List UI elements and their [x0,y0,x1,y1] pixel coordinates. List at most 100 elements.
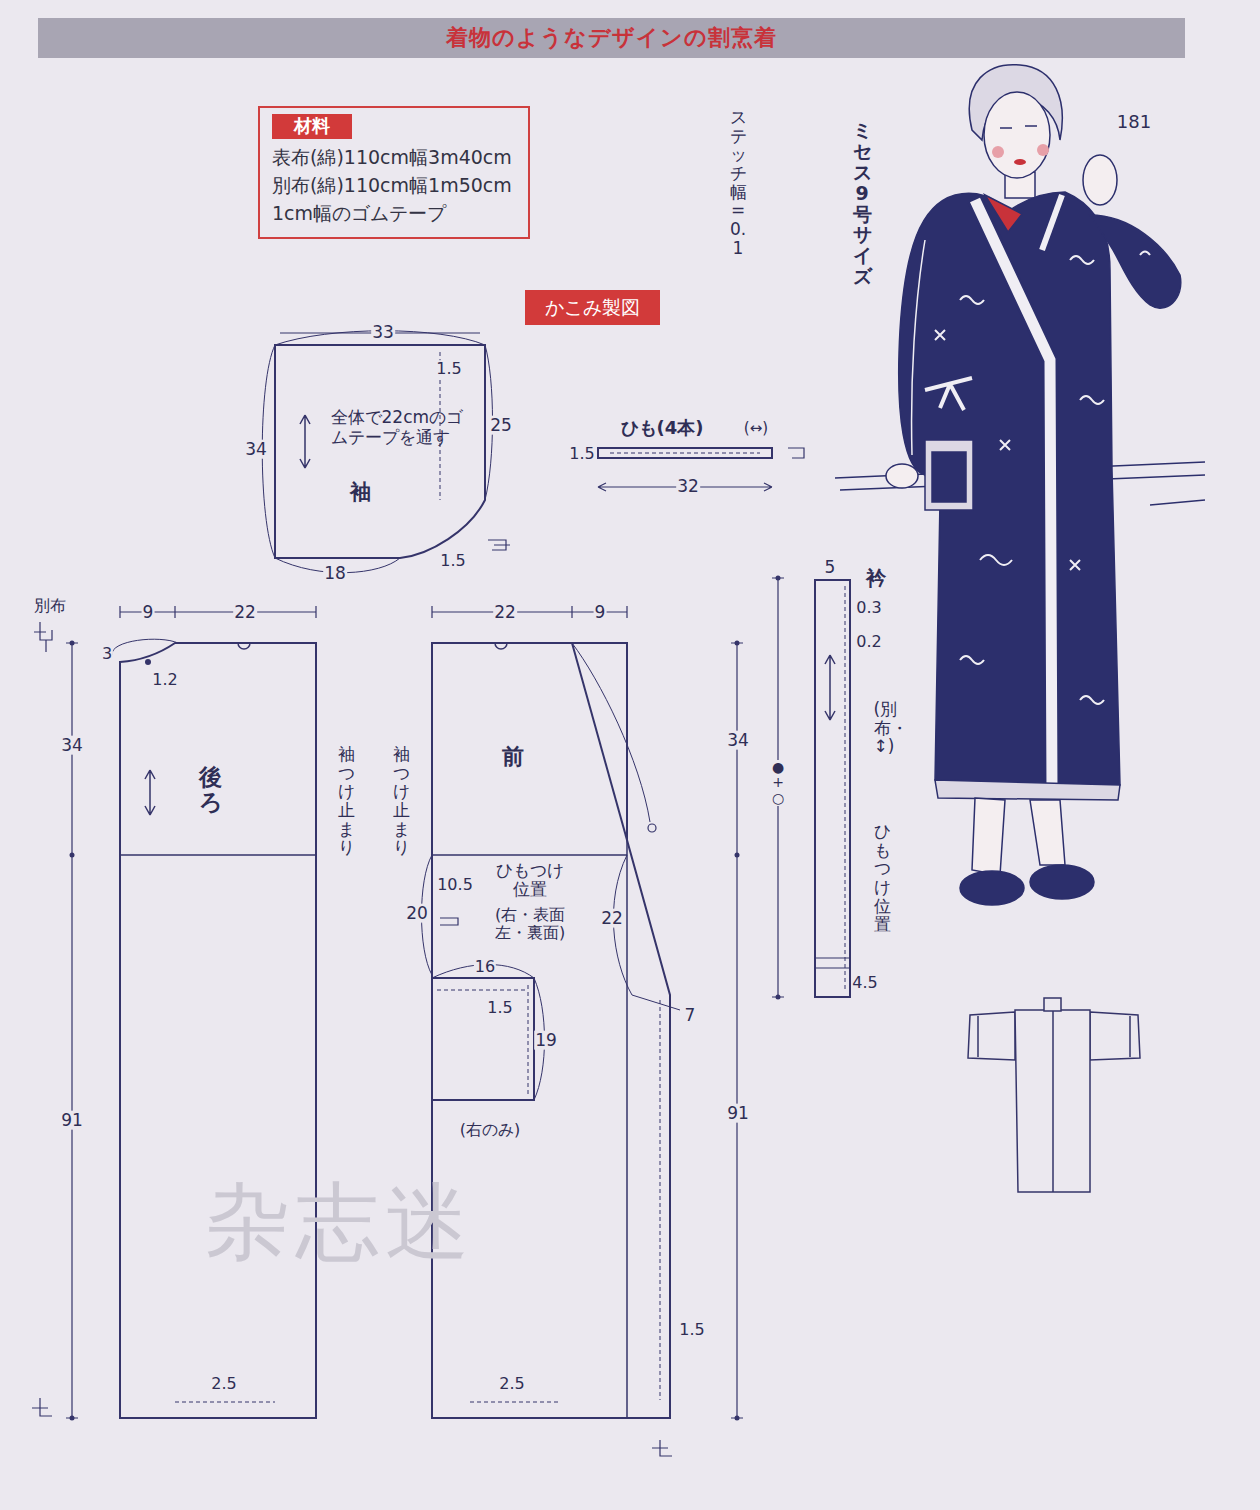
dimension-dot-part [735,641,740,646]
back-view-sketch-part [1044,998,1061,1011]
woman-illustration-part [984,92,1050,178]
piece-line [598,448,772,458]
dimension-label: 1.5 [568,445,595,463]
node-heading: かこみ製図 [545,295,640,320]
dimension-label: 32 [676,477,700,496]
piece-line [432,643,670,1418]
woman-illustration-part [960,871,1024,905]
woman-illustration-part [925,378,972,410]
woman-illustration-part [975,200,1052,790]
piece-line [432,854,627,856]
pocket-piece: (右のみ) [428,955,540,1145]
materials-box: 材料表布(綿)110cm幅3m40cm別布(綿)110cm幅1m50cm1cm幅… [258,106,530,239]
woman-illustration-part-part [1140,252,1150,256]
piece-line [262,331,492,573]
size-note: ミセス9号サイズ [852,120,873,287]
piece-line [432,978,534,1100]
sum-note: ●+○ [770,760,786,806]
woman-illustration-part [925,440,973,510]
back-view-sketch-part [978,1011,1130,1192]
woman-illustration [835,65,1205,905]
woman-illustration-part [1014,159,1026,165]
piece-line [275,345,485,558]
piece-line [112,639,178,655]
tie-position-note: (右・表面 左・裏面) [484,906,576,941]
woman-illustration-part [1083,155,1117,205]
piece-line [422,643,681,1010]
page-title: 着物のようなデザインの割烹着 [38,18,1185,58]
dimension-dot-part [70,641,75,646]
dimension-label: 34 [60,736,84,755]
piece-line [495,643,507,649]
piece-outline [255,325,500,585]
node-text: 別布(綿)110cm幅1m50cm [272,171,514,199]
woman-illustration-part [932,452,966,502]
back-piece: 後ろ [112,636,322,1426]
woman-illustration-part-part [1000,440,1010,450]
dimension-dot-part [70,853,75,858]
dimension-dot-part [735,1416,740,1421]
dimension-label: 1.5 [486,999,513,1017]
woman-illustration-part-part [980,555,1012,565]
woman-illustration-part [1000,126,1037,128]
piece-name: 衿 [866,567,886,590]
piece-line [815,580,850,997]
woman-illustration-part-part [1070,560,1080,570]
woman-illustration-part-part [1080,696,1104,704]
dimension-label: 91 [60,1111,84,1130]
dimension-label: 34 [244,440,268,459]
dimension-label: 16 [474,958,496,976]
dimension-label: 4.5 [851,974,878,992]
dimension-label: 22 [600,909,624,928]
piece-line [825,655,835,720]
dimension-label: 0.2 [855,633,882,651]
node-text: 表布(綿)110cm幅3m40cm [272,143,514,171]
dimension-line-part [731,643,743,1418]
dimension-line-part [652,1440,672,1456]
piece-line [145,770,155,815]
piece-line [626,840,628,1418]
woman-illustration-part [1090,215,1181,308]
stitch-note: ステッチ幅=0.1 [729,108,748,258]
dimension-label: 20 [405,904,429,923]
fabric-note: (別布・↕) [873,700,892,756]
piece-line [815,958,850,968]
dimension-label: 18 [323,564,347,583]
dimension-label: 1.5 [678,1321,705,1339]
piece-line [432,965,545,1101]
woman-illustration-part-part [960,656,984,664]
match-mark [648,824,656,832]
piece-outline [112,636,322,1426]
tie-position-note: ひもつけ位置 [873,822,892,934]
dimension-label: 34 [726,731,750,750]
piece-line [660,1000,661,1400]
section-tag: かこみ製図 [525,290,660,325]
dimension-line [32,333,804,1456]
woman-illustration-part [992,146,1004,158]
woman-illustration-part-part [1080,396,1104,404]
sleeve-stop-note: 袖つけ止まり [392,745,411,857]
woman-illustration-part [1030,800,1065,865]
woman-illustration-part-part [960,296,984,304]
woman-illustration-part [912,240,925,455]
woman-illustration-part [1042,195,1062,250]
dimension-dot-part [776,995,781,1000]
piece-line [572,643,627,840]
woman-illustration-part [935,252,1150,705]
piece-line [437,985,528,1095]
piece-line [470,1402,560,1403]
dimension-label: 1.5 [435,360,462,378]
piece-line [845,586,846,990]
dimension-line-part [788,448,804,458]
dimension-label: 33 [371,323,395,342]
tie-position-note: ひもつけ位置 [493,861,567,898]
dimension-label: 5 [824,558,837,577]
woman-illustration-part [886,464,918,488]
piece-name: 後ろ [199,765,222,816]
piece-note: 全体で22cmのゴムテープを通す [331,408,466,447]
piece-outline [808,562,893,1002]
piece-line [238,643,250,649]
dimension-dot-part [735,853,740,858]
match-dot [145,659,151,665]
